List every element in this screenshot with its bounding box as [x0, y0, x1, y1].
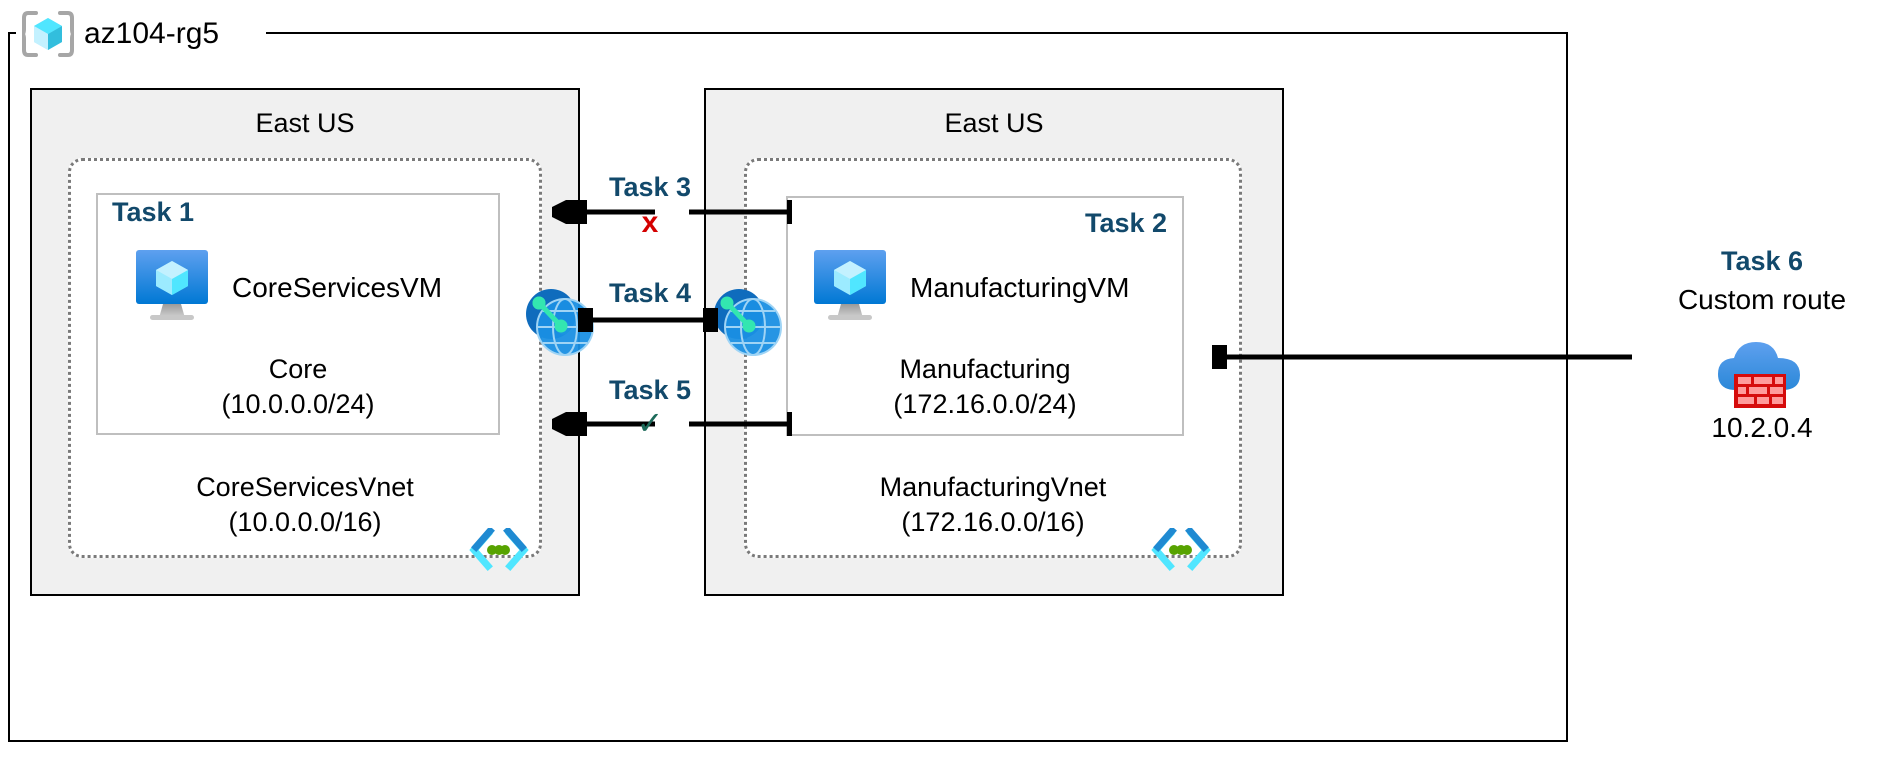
vnet-peering-icon-left	[519, 281, 597, 359]
subnet-name-left: Core	[268, 354, 328, 384]
connector-arrow-task-3	[552, 200, 792, 224]
subnet-label-right: Manufacturing (172.16.0.0/24)	[786, 352, 1184, 422]
region-label-left: East US	[255, 108, 355, 138]
task6-subtitle: Custom route	[1677, 284, 1847, 315]
subnet-name-right: Manufacturing	[899, 354, 1071, 384]
virtual-machine-icon-left	[130, 248, 214, 327]
task-tag-1: Task 1	[112, 197, 195, 227]
vnet-angle-brackets-icon-right	[1150, 526, 1212, 572]
connector-arrow-task-4	[578, 308, 718, 332]
task6-title: Task 6	[1720, 246, 1804, 276]
subnet-label-left: Core (10.0.0.0/24)	[96, 352, 500, 422]
vnet-label-left: CoreServicesVnet (10.0.0.0/16)	[68, 470, 542, 540]
task6-ip-address: 10.2.0.4	[1711, 412, 1813, 443]
resource-group-title: az104-rg5	[22, 8, 219, 60]
subnet-cidr-left: (10.0.0.0/24)	[221, 389, 375, 419]
connector-arrow-task-5	[552, 412, 792, 436]
center-task-label-4: Task 4	[608, 278, 692, 308]
vnet-angle-brackets-icon-left	[468, 526, 530, 572]
vnet-label-right: ManufacturingVnet (172.16.0.0/16)	[744, 470, 1242, 540]
region-label-right: East US	[944, 108, 1044, 138]
task-tag-2: Task 2	[1085, 208, 1168, 238]
vm-row-left: CoreServicesVM	[130, 248, 442, 327]
firewall-cloud-icon	[1712, 332, 1808, 412]
blocked-marker-x: x	[641, 206, 659, 239]
subnet-cidr-right: (172.16.0.0/24)	[893, 389, 1077, 419]
allowed-marker-check: ✓	[636, 405, 664, 441]
center-task-label-5: Task 5	[608, 375, 692, 405]
resource-group-name: az104-rg5	[84, 17, 220, 50]
resource-group-cube-icon	[22, 10, 74, 58]
task6-group: Task 6 Custom route	[1612, 240, 1902, 450]
vm-name-left: CoreServicesVM	[232, 271, 443, 303]
center-task-label-3: Task 3	[608, 172, 692, 202]
vnet-cidr-left: (10.0.0.0/16)	[228, 507, 382, 537]
vnet-peering-icon-right	[707, 281, 785, 359]
vm-row-right: ManufacturingVM	[808, 248, 1129, 327]
virtual-machine-icon-right	[808, 248, 892, 327]
resource-group-frame	[8, 32, 1568, 742]
vnet-name-right: ManufacturingVnet	[879, 472, 1107, 502]
connector-arrow-task-6	[1212, 345, 1632, 369]
vnet-name-left: CoreServicesVnet	[196, 472, 414, 502]
vnet-cidr-right: (172.16.0.0/16)	[901, 507, 1085, 537]
vm-name-right: ManufacturingVM	[910, 271, 1130, 303]
